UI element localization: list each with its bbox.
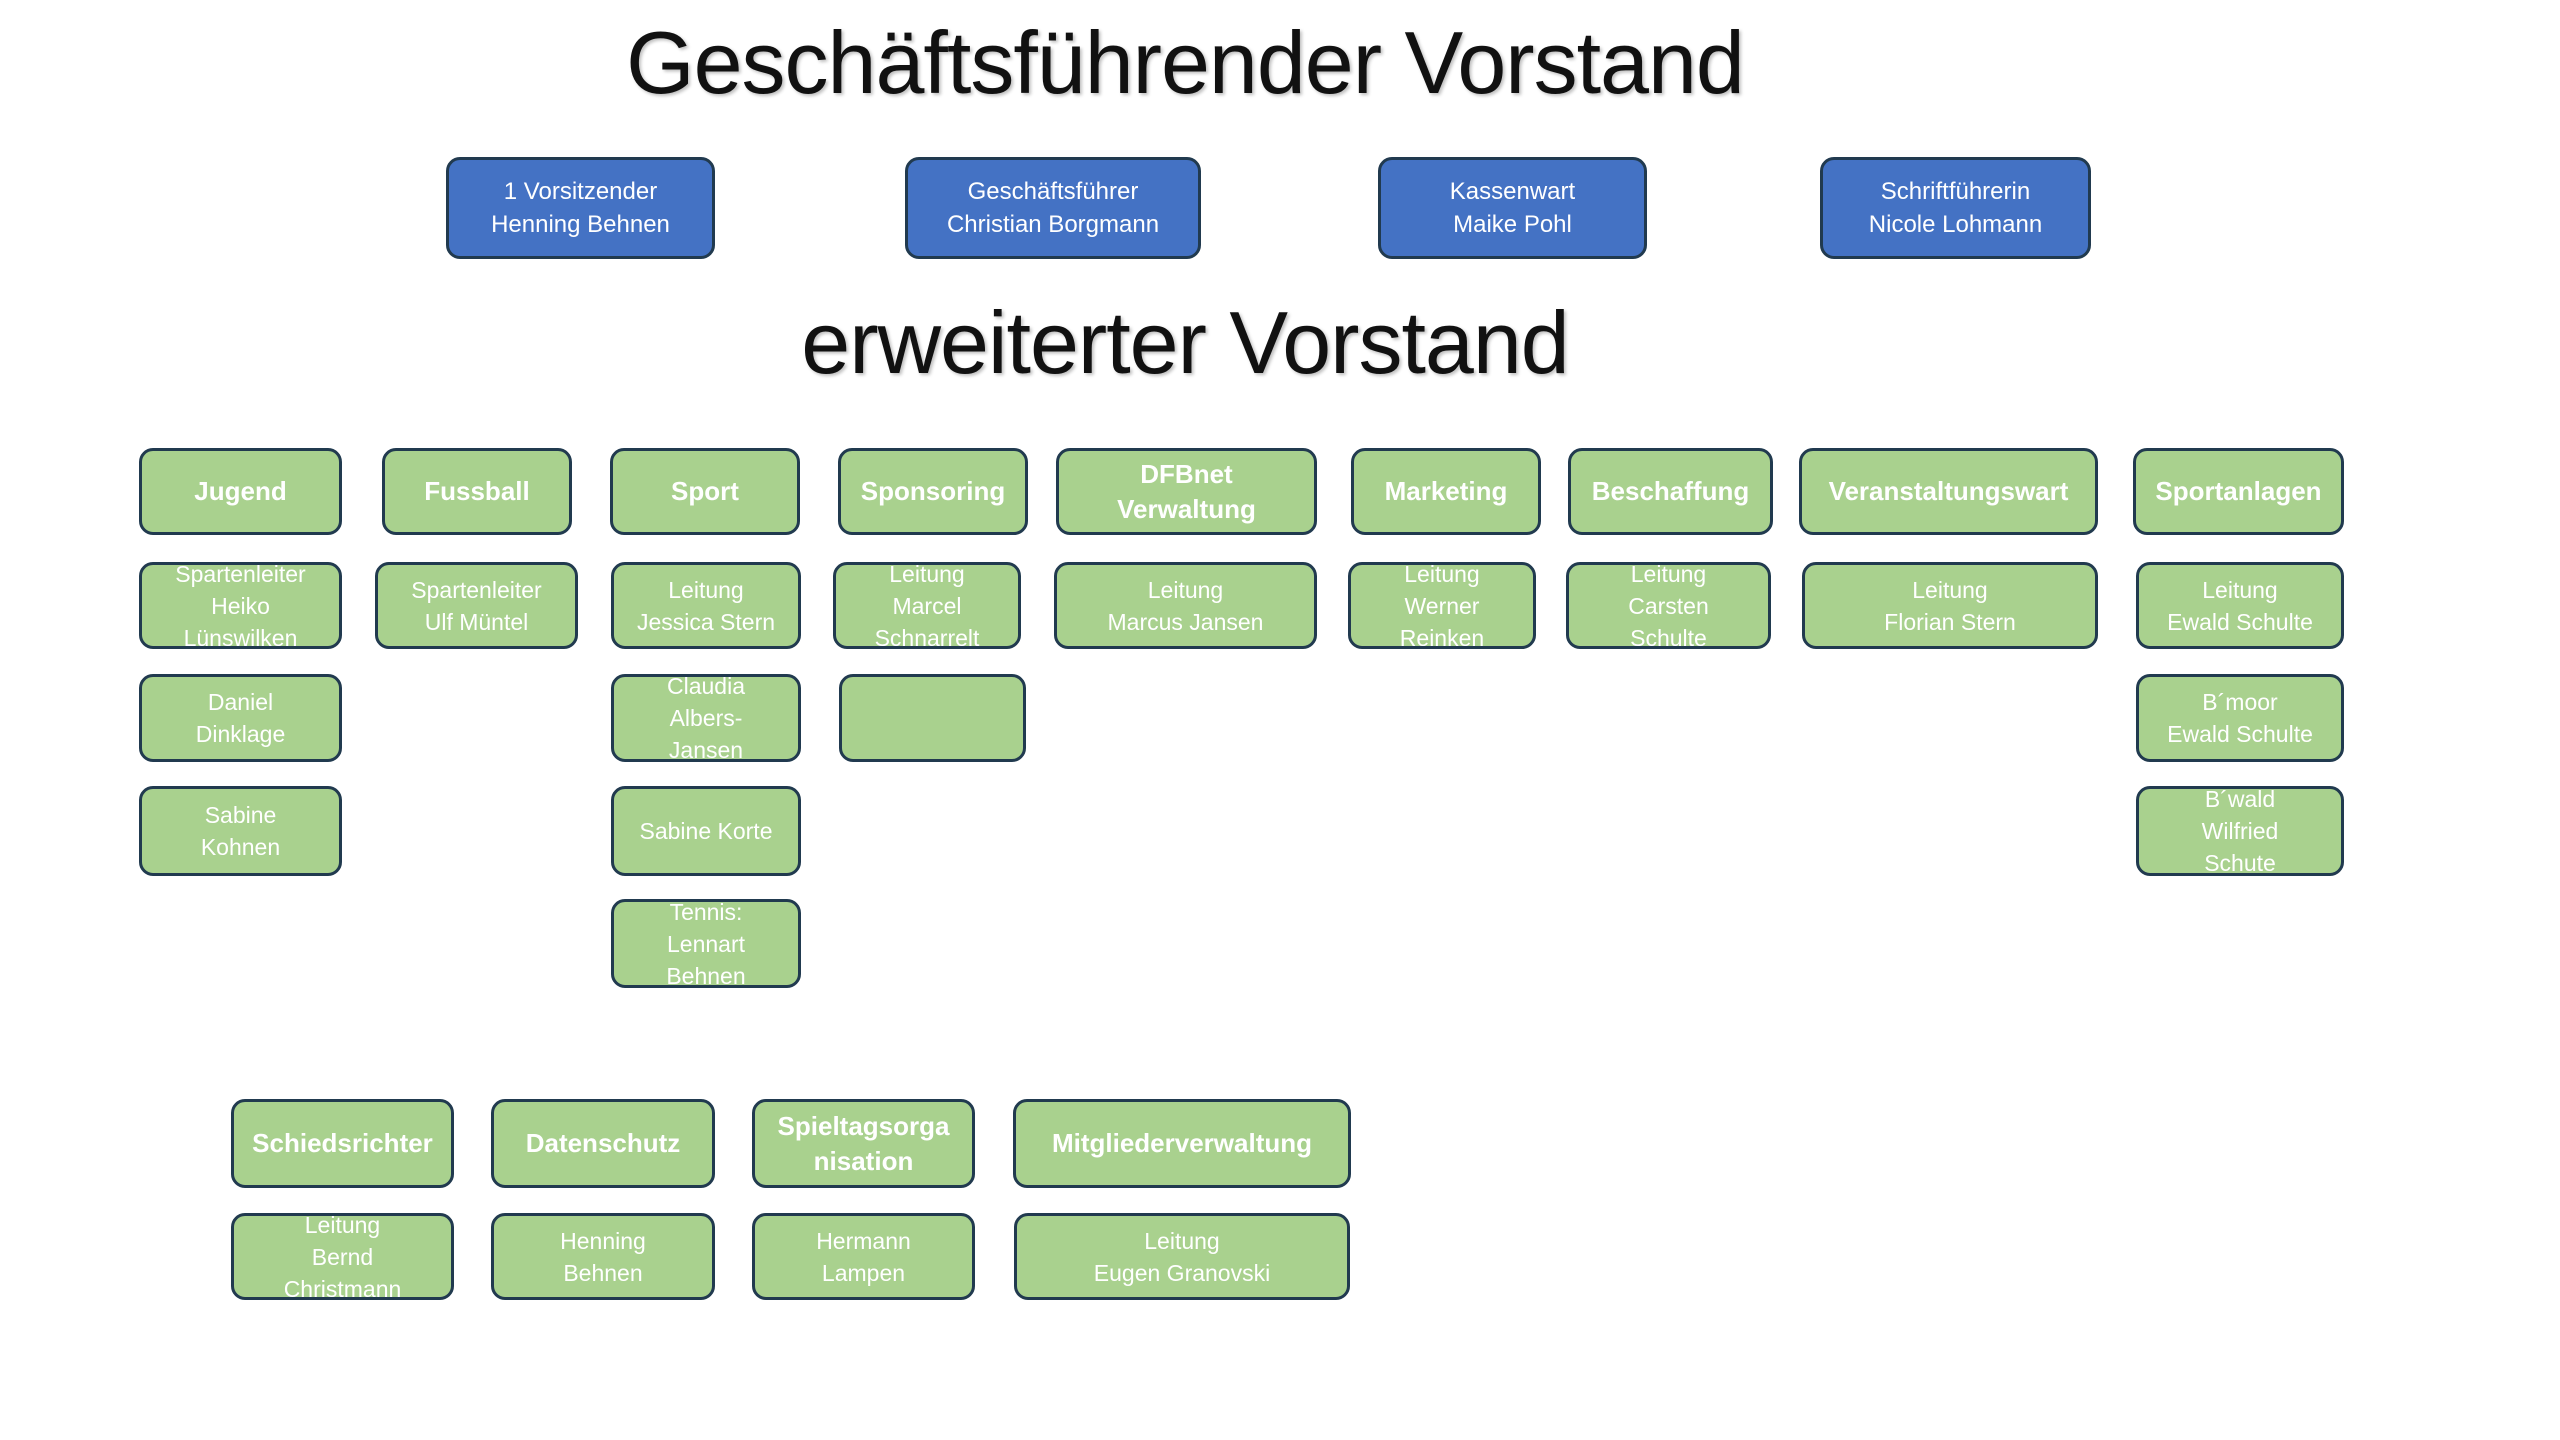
department-member: B´moor Ewald Schulte [2136,674,2344,762]
department-header: Spieltagsorga nisation [752,1099,975,1188]
department-member: Leitung Jessica Stern [611,562,801,649]
department-member: Claudia Albers- Jansen [611,673,801,763]
department-member [839,674,1026,762]
department-member: Spartenleiter Ulf Müntel [375,562,578,649]
department-member: Spartenleiter Heiko Lünswilken [139,561,342,651]
department-member: Tennis: Lennart Behnen [611,899,801,989]
department-member: Leitung Florian Stern [1802,562,2098,649]
title-extended-board: erweiterter Vorstand [801,293,1570,392]
department-member: B´wald Wilfried Schute [2136,786,2344,876]
department-member: Leitung Werner Reinken [1348,561,1536,651]
exec-box-managing-director: Geschäftsführer Christian Borgmann [905,157,1201,259]
department-header: Marketing [1351,448,1541,535]
department-header: Schiedsrichter [231,1099,454,1188]
department-header: Datenschutz [491,1099,715,1188]
department-header: Veranstaltungswart [1799,448,2098,535]
department-member: Henning Behnen [491,1213,715,1300]
exec-box-chairman: 1 Vorsitzender Henning Behnen [446,157,715,259]
department-member: Leitung Eugen Granovski [1014,1213,1350,1300]
department-member: Leitung Marcus Jansen [1054,562,1317,649]
department-header: Fussball [382,448,572,535]
department-header: DFBnet Verwaltung [1056,448,1317,535]
department-member: Leitung Carsten Schulte [1566,561,1771,651]
department-member: Sabine Korte [611,786,801,876]
exec-box-secretary: Schriftführerin Nicole Lohmann [1820,157,2091,259]
exec-box-treasurer: Kassenwart Maike Pohl [1378,157,1647,259]
department-header: Mitgliederverwaltung [1013,1099,1351,1188]
title-executive-board: Geschäftsführender Vorstand [626,13,1745,112]
department-member: Leitung Marcel Schnarrelt [833,561,1021,651]
department-member: Daniel Dinklage [139,674,342,762]
department-header: Sport [610,448,800,535]
department-header: Jugend [139,448,342,535]
department-member: Sabine Kohnen [139,786,342,876]
department-header: Sponsoring [838,448,1028,535]
department-member: Hermann Lampen [752,1213,975,1300]
department-header: Sportanlagen [2133,448,2344,535]
department-member: Leitung Ewald Schulte [2136,562,2344,649]
department-header: Beschaffung [1568,448,1773,535]
department-member: Leitung Bernd Christmann [231,1212,454,1302]
